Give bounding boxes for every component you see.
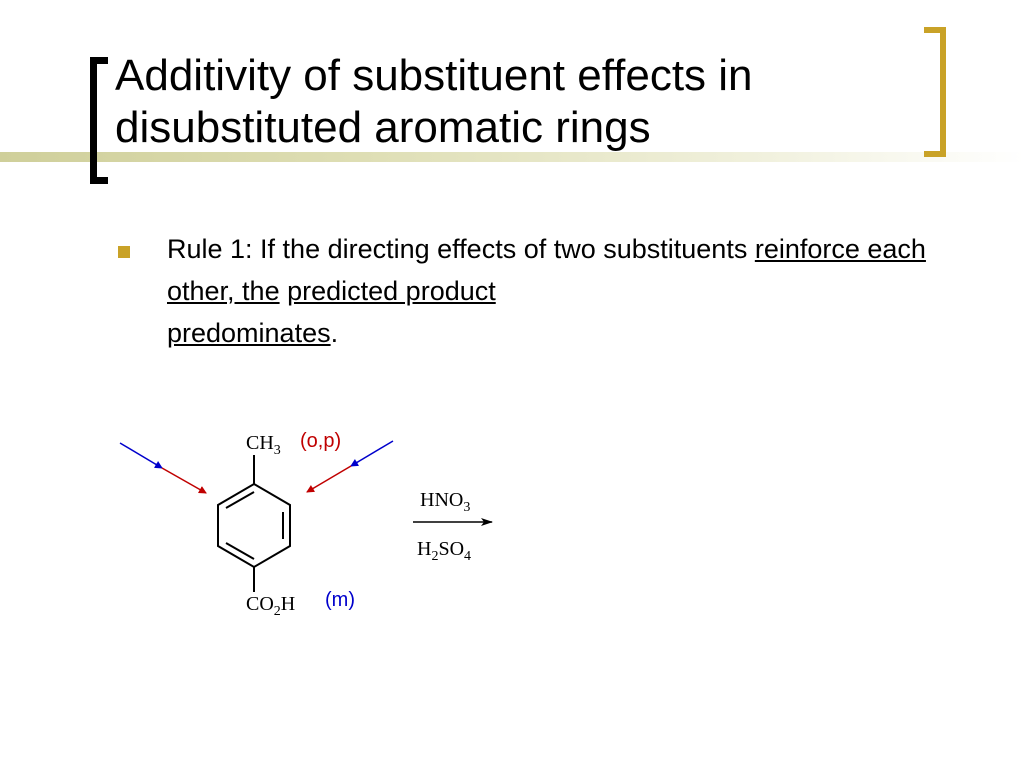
- rule-underlined-predicted-product: predicted product: [287, 276, 496, 306]
- benzene-ring: [217, 455, 291, 592]
- bullet-square-icon: [118, 246, 130, 258]
- meta-director-label: (m): [325, 589, 355, 611]
- reagent-sulfuric-acid: H2SO4: [417, 538, 471, 564]
- title-line-1: Additivity of substituent effects in: [115, 51, 753, 100]
- rule-underlined-predominates: predominates: [167, 318, 331, 348]
- title-line-2: disubstituted aromatic rings: [115, 103, 651, 152]
- ortho-para-director-label: (o,p): [300, 430, 341, 452]
- ring-inner-bond-lower-left: [225, 542, 255, 560]
- title-underline-bar: [0, 152, 1024, 162]
- rule-prefix: Rule 1: If the directing effects of two …: [167, 234, 755, 264]
- rule-suffix: .: [330, 318, 339, 348]
- reagent-nitric-acid: HNO3: [420, 489, 470, 515]
- methyl-group-label: CH3: [246, 432, 281, 458]
- right-meta-arrow: [350, 440, 394, 467]
- left-meta-arrow: [119, 442, 163, 469]
- ring-hexagon: [217, 482, 291, 569]
- rule-underlined-reinforce: reinforce each other, the: [167, 234, 926, 306]
- right-bracket-decoration: [924, 27, 946, 157]
- rule-1-text: Rule 1: If the directing effects of two …: [167, 228, 957, 354]
- carboxyl-group-label: CO2H: [246, 593, 295, 619]
- ring-inner-bond-upper-left: [225, 491, 255, 509]
- slide-title: Additivity of substituent effects in dis…: [115, 50, 915, 154]
- left-bracket-decoration: [90, 57, 108, 184]
- left-ortho-arrow: [161, 467, 207, 494]
- right-ortho-arrow: [306, 465, 352, 493]
